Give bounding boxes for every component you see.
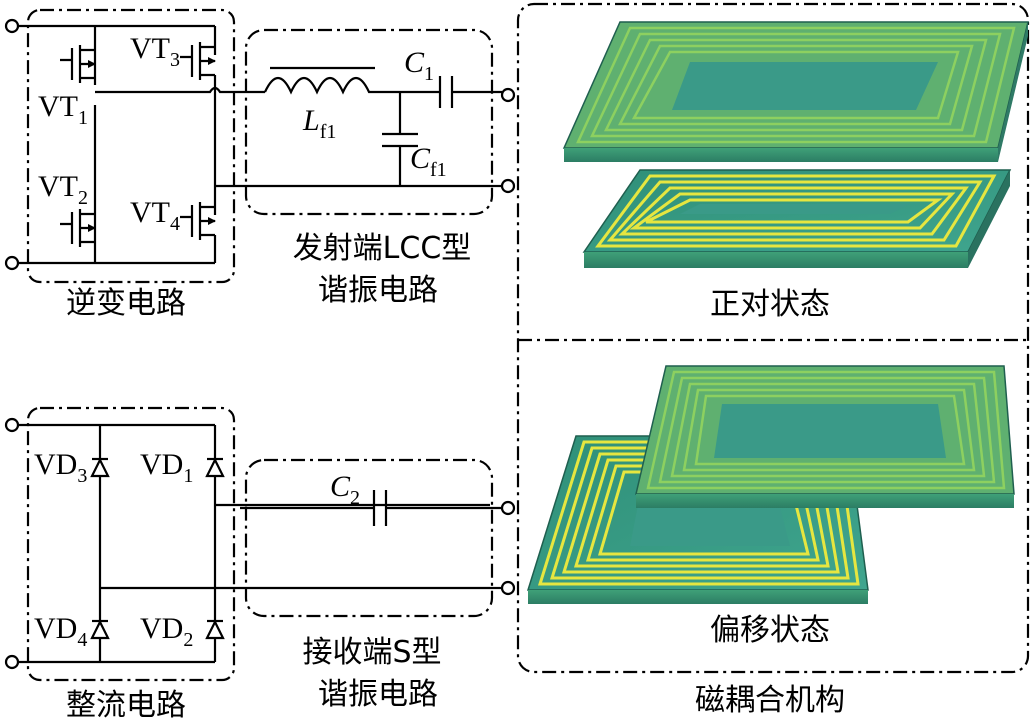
lf1-inductor (264, 76, 440, 95)
rx-input-terminal-top (500, 500, 516, 516)
aligned-bottom-coil (582, 169, 1012, 268)
vd4-label: VD4 (34, 612, 87, 651)
vt3-label: VT3 (130, 32, 180, 71)
rx-input-terminal-bottom (500, 580, 516, 596)
inverter-title: 逆变电路 (66, 286, 186, 321)
coupler-title: 磁耦合机构 (695, 683, 845, 718)
vd4-diode: VD4 (34, 612, 110, 651)
vd3-label: VD3 (34, 448, 87, 487)
rectifier-title: 整流电路 (66, 688, 186, 723)
inverter-dc-rails (18, 24, 215, 265)
rectifier-dc-rails (18, 423, 215, 664)
c2-label: C2 (330, 470, 360, 509)
inverter-boundary (26, 8, 236, 284)
lf1-label: Lf1 (302, 104, 336, 143)
c1-label: C1 (404, 46, 434, 85)
cf1-label: Cf1 (410, 142, 447, 181)
vd1-diode: VD1 (140, 448, 225, 487)
vt2-mosfet: VT2 (38, 170, 96, 247)
rx-s-title-line1: 接收端S型 (302, 635, 441, 670)
tx-output-terminal-bottom (500, 178, 516, 194)
rx-s-boundary (244, 458, 494, 618)
vt4-mosfet: VT4 (130, 196, 216, 240)
offset-top-coil (635, 365, 1015, 508)
dc-input-terminal-top (4, 18, 20, 34)
tx-lcc-title-line2: 谐振电路 (318, 273, 438, 308)
tx-lcc-circuit: Lf1 C1 Cf1 发射端LCC型 谐振电路 (244, 28, 516, 308)
rectifier-circuit: VD3 VD1 VD4 VD2 整流电路 (4, 406, 490, 723)
tx-output-terminal-top (500, 87, 516, 103)
dc-output-terminal-bottom (4, 654, 20, 670)
vt1-label: VT1 (38, 90, 88, 129)
tx-lcc-title-line1: 发射端LCC型 (293, 231, 472, 266)
inverter-left-midpoint-wire (95, 86, 265, 94)
dc-output-terminal-top (4, 417, 20, 433)
vt2-label: VT2 (38, 170, 88, 209)
cf1-capacitor (382, 92, 418, 186)
inverter-circuit: VT1 VT2 VT3 VT4 逆变电路 (4, 8, 490, 321)
aligned-top-coil (562, 21, 1029, 162)
magnetic-coupler: 正对状态 (516, 2, 1030, 718)
aligned-state-label: 正对状态 (710, 287, 830, 322)
rx-s-title-line2: 谐振电路 (318, 677, 438, 712)
vd1-label: VD1 (140, 448, 193, 487)
rectifier-boundary (26, 406, 236, 682)
vd2-label: VD2 (140, 612, 193, 651)
rx-s-circuit: C2 接收端S型 谐振电路 (240, 458, 516, 712)
offset-state-label: 偏移状态 (710, 613, 830, 648)
coupler-boundary (516, 2, 1030, 674)
vt4-label: VT4 (130, 196, 180, 235)
dc-input-terminal-bottom (4, 255, 20, 271)
vd2-diode: VD2 (140, 612, 225, 651)
tx-lcc-boundary (244, 28, 494, 216)
vd3-diode: VD3 (34, 448, 110, 487)
c2-capacitor (372, 490, 388, 526)
c1-capacitor (438, 76, 502, 108)
vt1-mosfet: VT1 (38, 45, 96, 129)
vt3-mosfet: VT3 (130, 32, 216, 80)
